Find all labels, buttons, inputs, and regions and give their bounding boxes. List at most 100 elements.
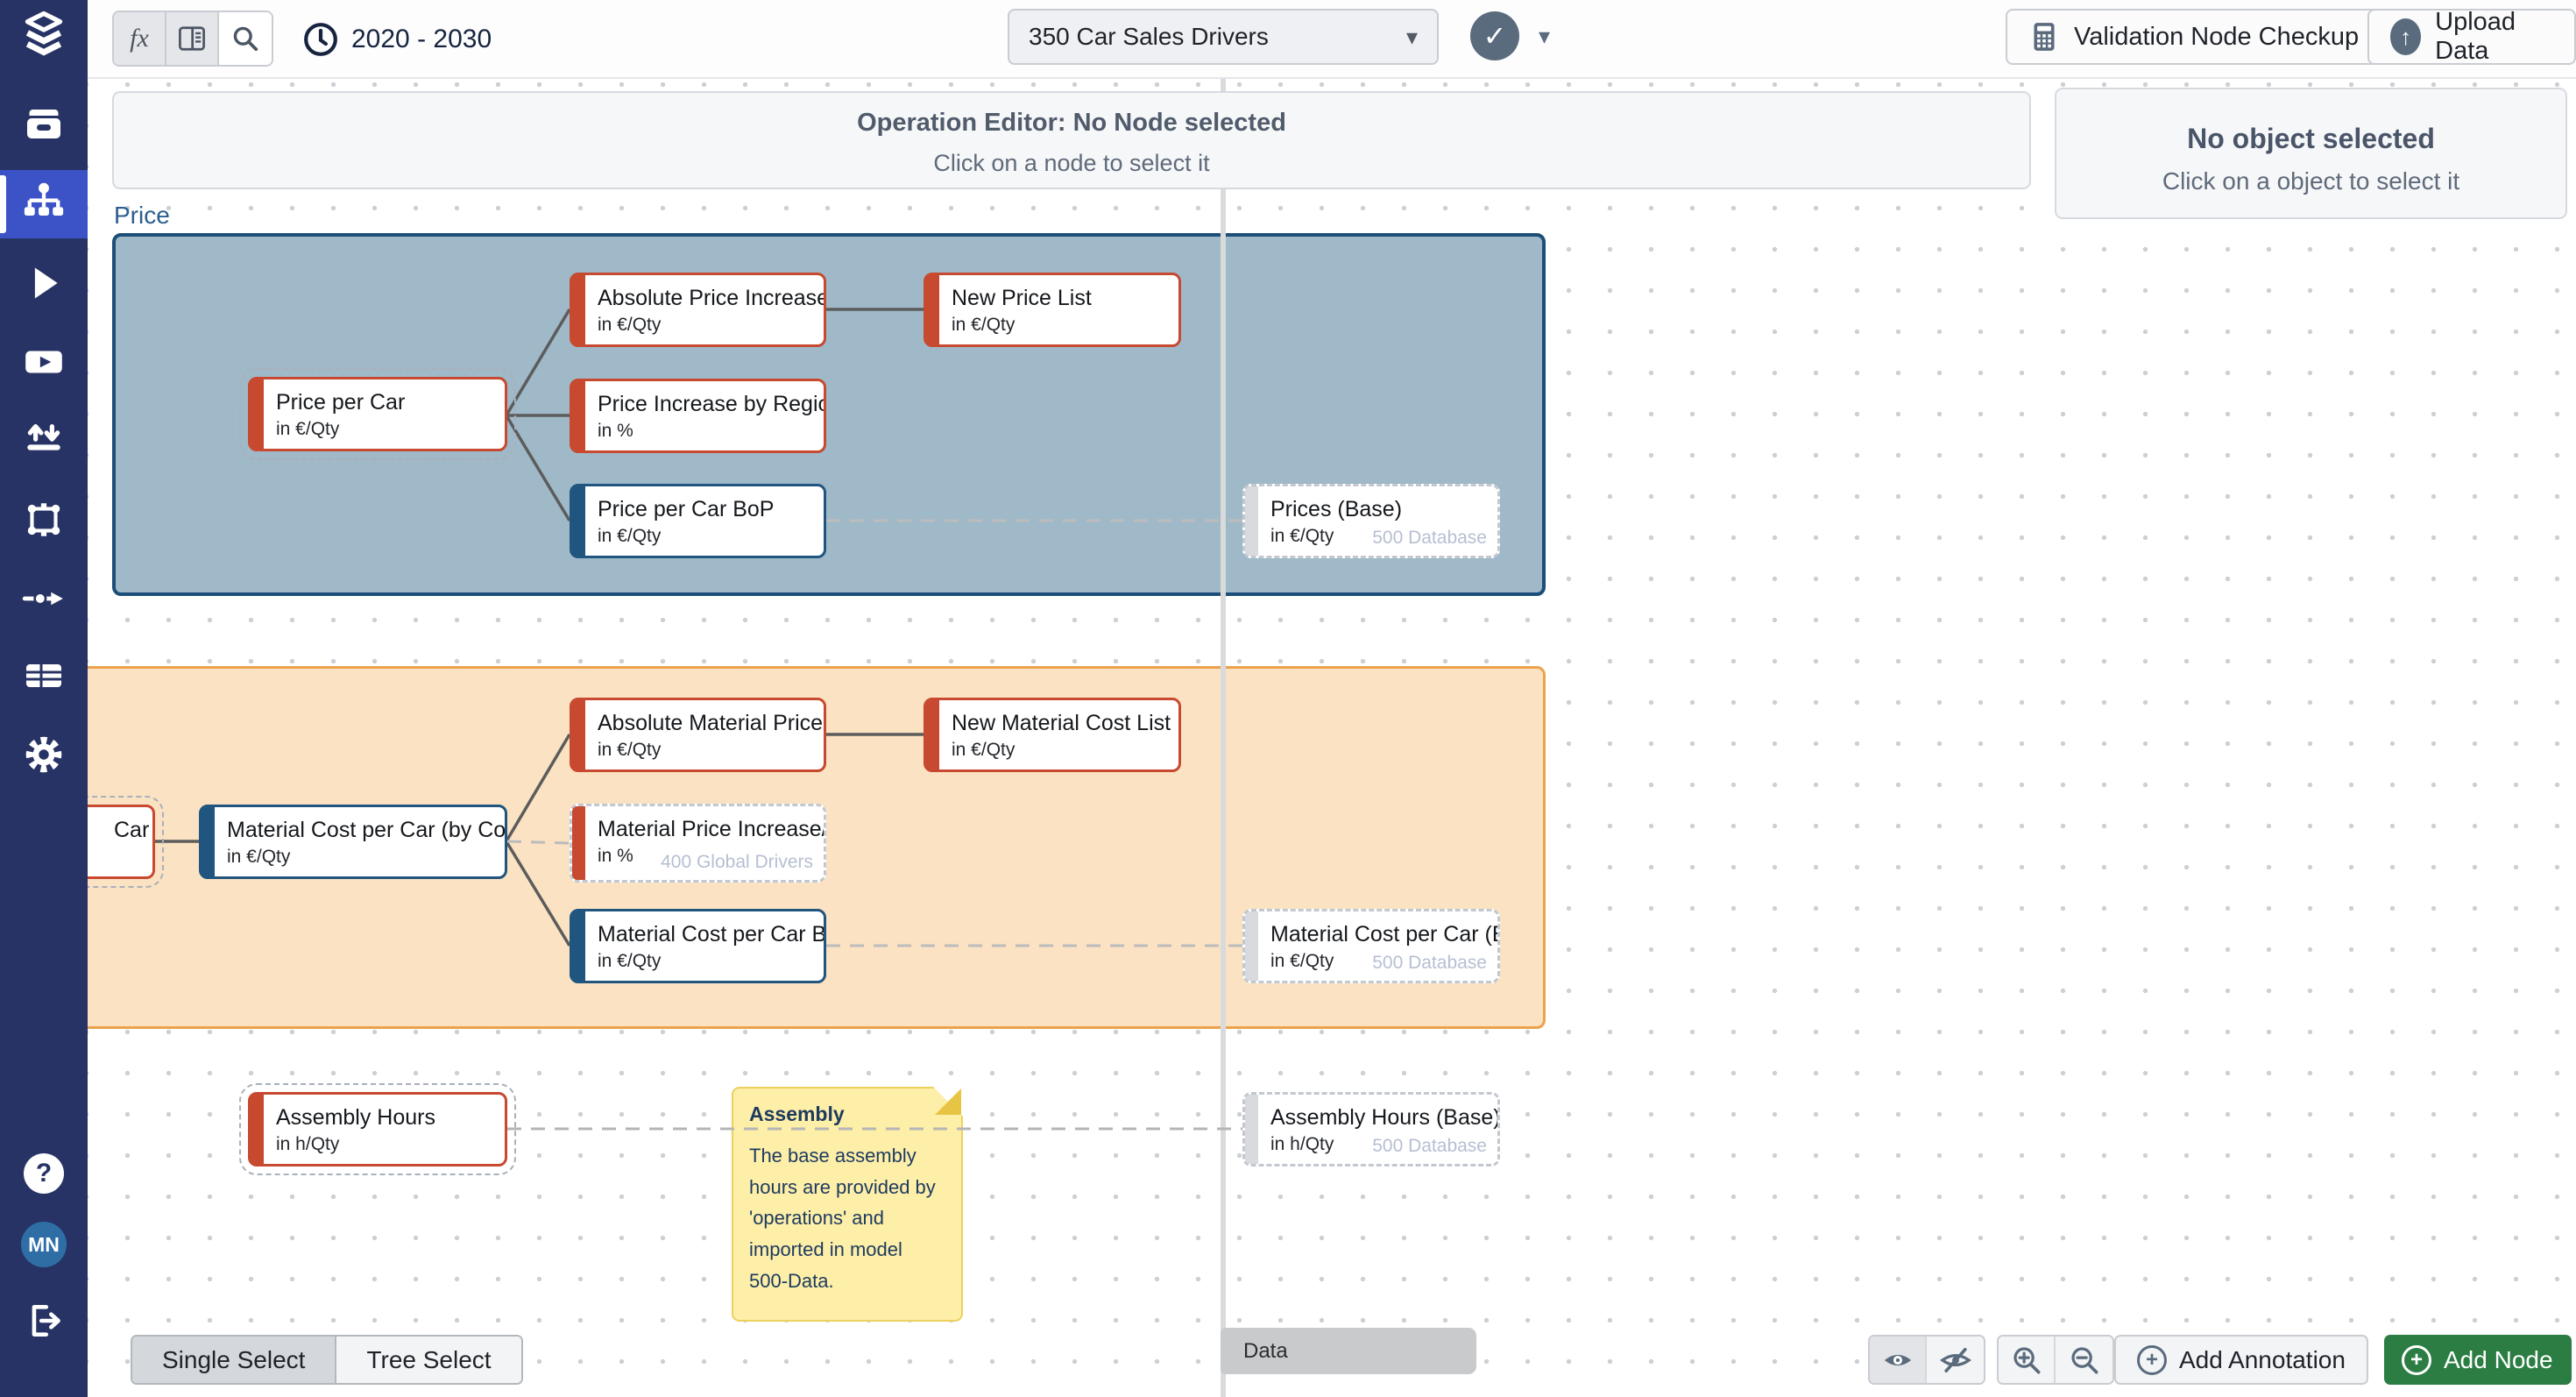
- node-accent-bar: [572, 381, 585, 450]
- select-mode-toggle: Single Select Tree Select: [131, 1335, 523, 1385]
- formula-button[interactable]: fx: [114, 12, 166, 65]
- flow-icon[interactable]: [0, 575, 88, 622]
- node-accent-bar: [572, 911, 585, 981]
- zoom-control-group: [1997, 1335, 2114, 1385]
- model-canvas[interactable]: Price Operation Editor: No Node selected…: [88, 79, 2576, 1397]
- search-button[interactable]: [219, 12, 272, 65]
- node-accent-bar: [202, 807, 215, 876]
- data-lane-label[interactable]: Data: [1221, 1328, 1476, 1374]
- validation-node-checkup-button[interactable]: Validation Node Checkup: [2006, 9, 2382, 65]
- time-range-label: 2020 - 2030: [351, 25, 492, 53]
- node-price-per-car-bop[interactable]: Price per Car BoP in €/Qty: [570, 484, 826, 558]
- play-icon[interactable]: [0, 259, 88, 307]
- operation-editor-panel: Operation Editor: No Node selected Click…: [112, 91, 2031, 189]
- node-new-price-list[interactable]: New Price List in €/Qty: [924, 273, 1181, 347]
- node-accent-bar: [1245, 486, 1258, 556]
- fx-icon: fx: [130, 24, 149, 53]
- import-export-icon[interactable]: [0, 412, 88, 459]
- operation-editor-title: Operation Editor: No Node selected: [857, 109, 1286, 137]
- add-annotation-label: Add Annotation: [2179, 1345, 2346, 1373]
- node-accent-bar: [572, 486, 585, 556]
- node-material-price-increase-decrease[interactable]: Material Price Increase/Decre... in % 40…: [570, 804, 826, 883]
- upload-arrow-icon: ↑: [2390, 18, 2422, 55]
- logout-icon[interactable]: [0, 1297, 88, 1344]
- no-object-subtitle: Click on a object to select it: [2162, 167, 2460, 195]
- video-play-icon[interactable]: [0, 338, 88, 386]
- zoom-in-button[interactable]: [1999, 1337, 2056, 1383]
- node-accent-bar: [1245, 911, 1258, 981]
- sidebar: ? MN: [0, 0, 88, 1397]
- no-object-panel: No object selected Click on a object to …: [2055, 88, 2567, 219]
- note-body: The base assembly hours are provided by …: [749, 1145, 936, 1292]
- node-material-cost-per-car[interactable]: Material Cost per Car (by Co... in €/Qty: [199, 805, 507, 879]
- visibility-toggle-group: [1868, 1335, 1985, 1385]
- node-accent-bar: [572, 275, 585, 344]
- node-price-increase-by-region[interactable]: Price Increase by Region (Su... in %: [570, 379, 826, 453]
- model-hierarchy-icon[interactable]: [0, 175, 88, 233]
- upload-button-label: Upload Data: [2435, 8, 2516, 65]
- show-button[interactable]: [1870, 1337, 1927, 1383]
- node-assembly-hours-base[interactable]: Assembly Hours (Base) in h/Qty 500 Datab…: [1242, 1092, 1500, 1167]
- edge-layer: [155, 308, 1242, 947]
- panel-layout-button[interactable]: [166, 12, 219, 65]
- node-assembly-hours[interactable]: Assembly Hours in h/Qty: [239, 1083, 516, 1175]
- edge-overlay-layer: [507, 1127, 1242, 1131]
- note-title: Assembly: [749, 1103, 845, 1125]
- chevron-down-icon: ▾: [1405, 23, 1418, 50]
- help-icon[interactable]: ?: [0, 1153, 88, 1194]
- node-material-cost-per-car-base[interactable]: Material Cost per Car (Base) in €/Qty 50…: [1242, 909, 1500, 983]
- node-accent-bar: [572, 700, 585, 769]
- model-selector-dropdown[interactable]: 350 Car Sales Drivers ▾: [1008, 9, 1439, 65]
- check-status-icon: ✓: [1470, 11, 1519, 60]
- add-annotation-button[interactable]: + Add Annotation: [2114, 1335, 2368, 1385]
- chevron-down-icon: ▾: [1539, 22, 1551, 49]
- calculator-icon: [2034, 23, 2055, 51]
- time-range[interactable]: 2020 - 2030: [302, 0, 492, 79]
- tree-select-button[interactable]: Tree Select: [336, 1337, 521, 1383]
- model-selector-value: 350 Car Sales Drivers: [1029, 23, 1269, 50]
- node-source-badge: 400 Global Drivers: [661, 852, 813, 872]
- search-icon: [233, 26, 258, 52]
- hide-button[interactable]: [1927, 1337, 1984, 1383]
- archive-icon[interactable]: [0, 100, 88, 147]
- node-accent-bar: [251, 1095, 264, 1164]
- no-object-title: No object selected: [2187, 123, 2435, 154]
- eye-icon: [1884, 1354, 1911, 1365]
- zoom-in-icon: [2013, 1346, 2040, 1373]
- table-icon[interactable]: [0, 652, 88, 699]
- panel-layout-icon: [179, 26, 205, 51]
- node-new-material-cost-list[interactable]: New Material Cost List in €/Qty: [924, 698, 1181, 772]
- settings-gear-icon[interactable]: [0, 731, 88, 778]
- node-absolute-price-increase[interactable]: Absolute Price Increase (Sust... in €/Qt…: [570, 273, 826, 347]
- node-material-cost-per-car-bop[interactable]: Material Cost per Car BoP in €/Qty: [570, 909, 826, 983]
- price-group-label: Price: [114, 202, 170, 229]
- app-logo-icon[interactable]: [0, 11, 88, 61]
- plus-circle-icon: +: [2137, 1344, 2167, 1375]
- node-absolute-material-price-increase[interactable]: Absolute Material Price Incre... in €/Qt…: [570, 698, 826, 772]
- editor-tools-group: fx: [112, 11, 273, 67]
- node-source-badge: 500 Database: [1372, 1136, 1487, 1156]
- add-node-label: Add Node: [2444, 1345, 2553, 1373]
- avatar[interactable]: MN: [0, 1222, 88, 1267]
- annotation-note-assembly[interactable]: Assembly The base assembly hours are pro…: [732, 1087, 963, 1322]
- node-accent-bar: [926, 275, 939, 344]
- node-car-clipped[interactable]: Car: [88, 796, 164, 888]
- zoom-out-button[interactable]: [2056, 1337, 2112, 1383]
- plus-circle-icon: +: [2402, 1344, 2431, 1375]
- node-prices-base[interactable]: Prices (Base) in €/Qty 500 Database: [1242, 484, 1500, 558]
- node-accent-bar: [926, 700, 939, 769]
- node-price-per-car[interactable]: Price per Car in €/Qty: [239, 368, 516, 460]
- frame-select-icon[interactable]: [0, 496, 88, 543]
- operation-editor-subtitle: Click on a node to select it: [933, 150, 1210, 176]
- add-node-button[interactable]: + Add Node: [2384, 1335, 2572, 1385]
- top-toolbar: fx 2020 - 2030 350 Car Sales Drivers ▾ ✓: [88, 0, 2576, 79]
- node-accent-bar: [251, 379, 264, 449]
- validation-button-label: Validation Node Checkup: [2074, 22, 2360, 51]
- single-select-button[interactable]: Single Select: [132, 1337, 337, 1383]
- node-source-badge: 500 Database: [1372, 528, 1487, 548]
- upload-data-button[interactable]: ↑ Upload Data: [2367, 8, 2576, 65]
- eye-off-icon: [1939, 1347, 1971, 1372]
- lane-divider: [1221, 79, 1226, 1397]
- zoom-out-icon: [2070, 1346, 2098, 1373]
- status-dropdown[interactable]: ✓ ▾: [1470, 11, 1550, 60]
